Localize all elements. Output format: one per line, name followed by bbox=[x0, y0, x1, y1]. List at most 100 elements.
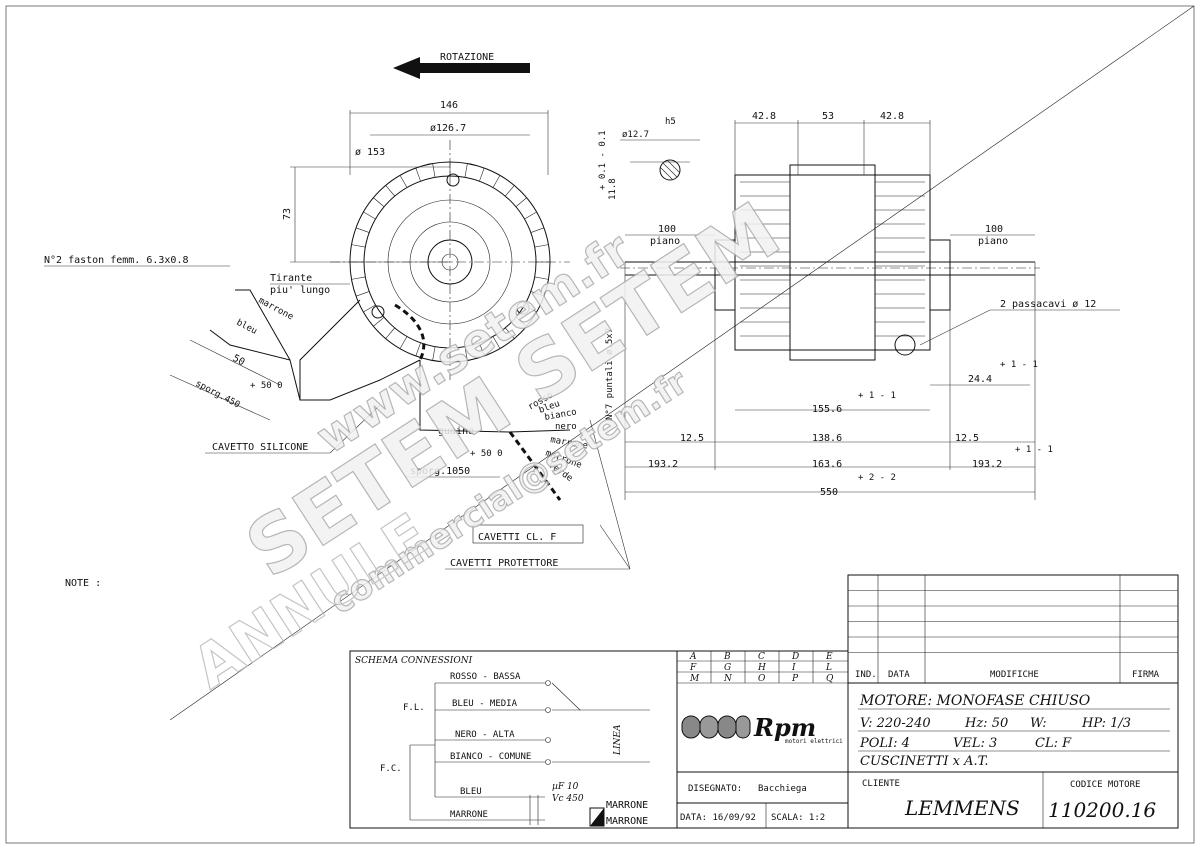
grid-letter: Q bbox=[826, 674, 834, 684]
h5-label: h5 bbox=[665, 117, 676, 127]
dim-1932a: 193.2 bbox=[648, 459, 678, 470]
passacavi: 2 passacavi ø 12 bbox=[1000, 299, 1096, 310]
cooling-fin bbox=[505, 185, 515, 197]
grid-letter: E bbox=[825, 652, 833, 662]
marrone-b2: MARRONE bbox=[606, 816, 648, 827]
schema-nero: NERO - ALTA bbox=[455, 730, 515, 740]
grid-letter: L bbox=[825, 663, 832, 673]
dim-125b: 12.5 bbox=[955, 433, 979, 444]
front-view: 146 ø126.7 ø 153 73 bbox=[209, 100, 571, 501]
scala-label: SCALA: 1:2 bbox=[771, 813, 825, 823]
spec-hp: HP: 1/3 bbox=[1081, 716, 1131, 731]
tol-244: + 1 - 1 bbox=[1000, 360, 1038, 370]
spec-vel: VEL: 3 bbox=[953, 736, 997, 751]
disegnato-value: Bacchiega bbox=[758, 784, 807, 794]
dim-1932b: 193.2 bbox=[972, 459, 1002, 470]
cooling-fin bbox=[415, 342, 421, 357]
schema-title: SCHEMA CONNESSIONI bbox=[355, 656, 473, 666]
dim-100b: 100 bbox=[985, 224, 1003, 235]
cooling-fin bbox=[479, 167, 485, 182]
cooling-fin bbox=[464, 163, 468, 178]
schema-fc: F.C. bbox=[380, 764, 402, 774]
dim-100a: 100 bbox=[658, 224, 676, 235]
rev-firma: FIRMA bbox=[1132, 670, 1160, 680]
cavetti-prot: CAVETTI PROTETTORE bbox=[450, 558, 558, 569]
dim-428a: 42.8 bbox=[752, 111, 776, 122]
cavetti-clf-box bbox=[472, 524, 584, 544]
grid-letter: N bbox=[723, 674, 733, 684]
grid-letter: B bbox=[723, 652, 731, 662]
grid-letter: C bbox=[758, 652, 765, 662]
codice-label: CODICE MOTORE bbox=[1070, 780, 1140, 790]
cliente-label: CLIENTE bbox=[862, 779, 900, 789]
wire-nero: nero bbox=[555, 422, 577, 432]
dim-53: 53 bbox=[822, 111, 834, 122]
cliente-value: LEMMENS bbox=[904, 796, 1020, 820]
dim-1556: 155.6 bbox=[812, 404, 842, 415]
spec-cl: CL: F bbox=[1035, 736, 1072, 751]
cooling-fin bbox=[363, 304, 376, 313]
cooling-fin bbox=[399, 175, 408, 188]
tol-1: + 1 - 1 bbox=[1015, 445, 1053, 455]
schema-connessioni: SCHEMA CONNESSIONI ROSSO - BASSA BLEU - … bbox=[349, 650, 678, 829]
cooling-fin bbox=[492, 336, 501, 349]
cooling-fin bbox=[355, 291, 370, 297]
faston-label: N°2 faston femm. 6.3x0.8 bbox=[44, 255, 189, 266]
spec-v: V: 220-240 bbox=[860, 716, 931, 731]
rev-modifiche: MODIFICHE bbox=[990, 670, 1039, 680]
cavetti-clf: CAVETTI CL. F bbox=[478, 532, 556, 543]
cooling-fin bbox=[363, 211, 376, 220]
cooling-fin bbox=[385, 185, 395, 197]
grid-letter: D bbox=[791, 652, 799, 662]
tol-1556: + 1 - 1 bbox=[858, 391, 896, 401]
schema-vc: Vc 450 bbox=[552, 794, 584, 804]
grid-letter: H bbox=[757, 663, 766, 673]
dim-550: 550 bbox=[820, 487, 838, 498]
codice-value: 110200.16 bbox=[1048, 798, 1156, 822]
rev-data: DATA bbox=[888, 670, 910, 680]
schema-bleu-media: BLEU - MEDIA bbox=[452, 699, 518, 709]
piano-b: piano bbox=[978, 236, 1008, 247]
disegnato-label: DISEGNATO: bbox=[688, 784, 742, 794]
schema-bianco: BIANCO - COMUNE bbox=[450, 752, 531, 762]
wire-marrone: marrone bbox=[257, 296, 295, 323]
rev-ind: IND. bbox=[855, 670, 877, 680]
logo-brand: Rpm bbox=[753, 713, 816, 742]
dim-50: 50 bbox=[231, 353, 247, 368]
tol-01: + 0.1 - 0.1 bbox=[598, 130, 608, 190]
dim-118: 11.8 bbox=[608, 178, 618, 200]
cooling-fin bbox=[530, 291, 545, 297]
cooling-fin bbox=[385, 327, 395, 339]
rotation-label: ROTAZIONE bbox=[440, 52, 494, 63]
spec-w: W: bbox=[1030, 716, 1047, 731]
dim-153: ø 153 bbox=[355, 147, 385, 158]
marrone-b1: MARRONE bbox=[606, 800, 648, 811]
cooling-fin bbox=[524, 304, 537, 313]
cooling-fin bbox=[534, 244, 549, 248]
grid-letter: G bbox=[724, 663, 731, 673]
schema-bleu: BLEU bbox=[460, 787, 482, 797]
rotation-arrow: ROTAZIONE bbox=[393, 52, 530, 79]
dim-244: 24.4 bbox=[968, 374, 992, 385]
shaft-dia: ø12.7 bbox=[622, 130, 649, 140]
cooling-fin bbox=[351, 244, 366, 248]
cooling-fin bbox=[464, 346, 468, 361]
sporg450: sporg.450 bbox=[194, 379, 242, 411]
dim-73: 73 bbox=[282, 208, 293, 220]
dim-1386: 138.6 bbox=[812, 433, 842, 444]
cooling-fin bbox=[530, 227, 545, 233]
side-view: ø12.7 h5 11.8 + 0.1 - 0.1 42.8 53 42.8 1… bbox=[598, 111, 1120, 500]
n7-label: N°7 puntali ø.5x7 bbox=[605, 328, 615, 420]
grid-letter: M bbox=[689, 674, 700, 684]
schema-uf: µF 10 bbox=[552, 782, 579, 792]
note-label: NOTE : bbox=[65, 578, 101, 589]
tirante-label: Tirante bbox=[270, 273, 312, 284]
cooling-fin bbox=[479, 342, 485, 357]
dim-126: ø126.7 bbox=[430, 123, 466, 134]
spec-motore: MOTORE: MONOFASE CHIUSO bbox=[859, 693, 1091, 709]
wire-bleu: bleu bbox=[235, 318, 259, 337]
cooling-fin bbox=[505, 327, 515, 339]
piano-a: piano bbox=[650, 236, 680, 247]
